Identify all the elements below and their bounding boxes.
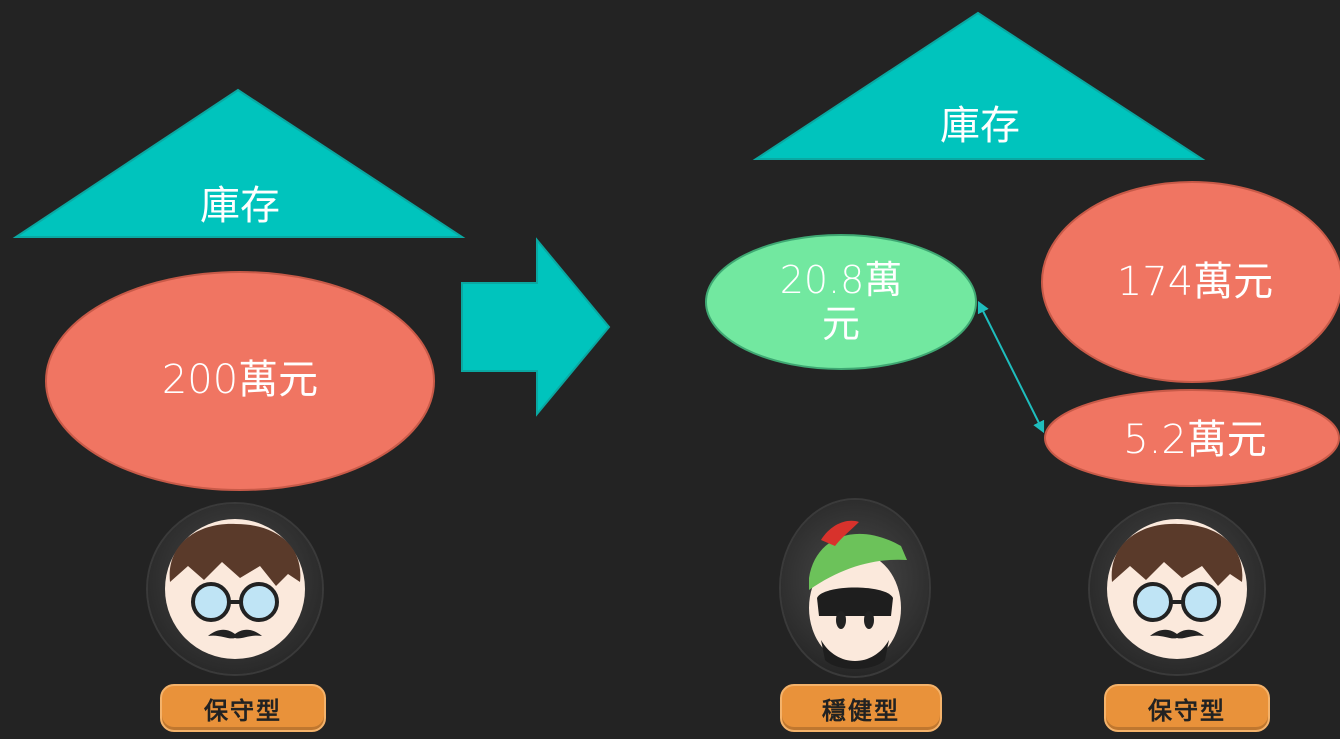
main-amount-ellipse [1041, 181, 1340, 383]
double-headed-arrow-icon [977, 300, 1045, 434]
right-triangle-label: 庫存 [940, 103, 1020, 149]
conservative-investor-avatar-icon [148, 504, 322, 674]
right-conservative-persona-badge: 保守型 [1104, 684, 1270, 732]
left-inventory-triangle [12, 88, 466, 238]
feather-hat-face-icon [809, 520, 907, 669]
green-amount-ellipse [705, 234, 977, 370]
steady-investor-avatar-icon [781, 500, 929, 676]
main-amount-label: 174萬元 [1116, 259, 1274, 305]
left-amount-ellipse [45, 271, 435, 491]
small-amount-label: 5.2萬元 [1123, 417, 1267, 463]
glasses-face-icon [1107, 519, 1247, 659]
steady-persona-badge: 穩健型 [780, 684, 942, 732]
right-arrow-icon [461, 237, 611, 417]
conservative-investor-avatar-icon-right [1090, 504, 1264, 674]
left-persona-badge: 保守型 [160, 684, 326, 732]
left-triangle-label: 庫存 [200, 183, 280, 229]
left-amount-label: 200萬元 [161, 357, 319, 403]
green-amount-label: 20.8萬元 [779, 258, 903, 346]
small-amount-ellipse [1044, 389, 1340, 487]
glasses-face-icon [165, 519, 305, 659]
right-inventory-triangle [752, 11, 1206, 160]
